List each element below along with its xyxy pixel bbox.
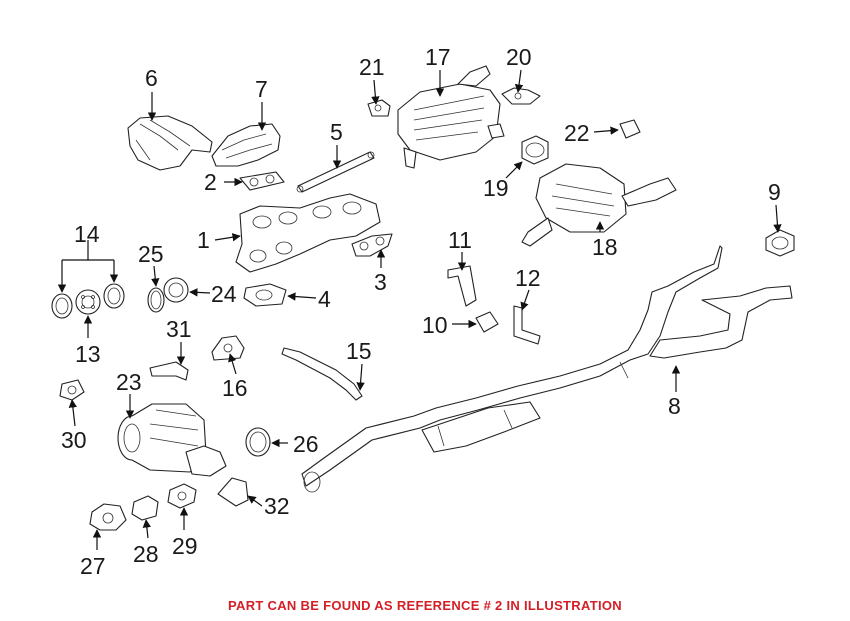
- part-23-converter[interactable]: [117, 403, 227, 477]
- callout-31: 31: [166, 316, 192, 342]
- callout-2: 2: [204, 169, 217, 195]
- callout-21: 21: [359, 54, 385, 80]
- callout-labels: 6 7 2 5 1 3 4 21 17 20 22 19 18 9 11 12 …: [61, 44, 781, 579]
- callout-6: 6: [145, 65, 158, 91]
- callout-16: 16: [222, 375, 248, 401]
- part-14-seal-right[interactable]: [103, 283, 125, 309]
- callout-28: 28: [133, 541, 159, 567]
- part-1-manifold[interactable]: [235, 193, 381, 273]
- callout-19: 19: [483, 175, 509, 201]
- part-32-bracket[interactable]: [217, 477, 249, 507]
- callout-14: 14: [74, 221, 100, 247]
- part-31-bracket[interactable]: [149, 361, 189, 381]
- callout-17: 17: [425, 44, 451, 70]
- callout-12: 12: [515, 265, 541, 291]
- part-17-muffler[interactable]: [397, 65, 505, 169]
- part-28-clamp[interactable]: [131, 495, 159, 521]
- callout-3: 3: [374, 269, 387, 295]
- reference-caption: PART CAN BE FOUND AS REFERENCE # 2 IN IL…: [228, 598, 622, 613]
- callout-13: 13: [75, 341, 101, 367]
- part-12-bracket[interactable]: [513, 305, 541, 345]
- part-19-clamp[interactable]: [521, 135, 549, 165]
- part-5-rod[interactable]: [296, 151, 375, 193]
- part-4-gasket[interactable]: [243, 283, 287, 307]
- callout-27: 27: [80, 553, 106, 579]
- part-8-exhaust-pipe[interactable]: [301, 245, 793, 493]
- callout-10: 10: [422, 312, 448, 338]
- part-20-hanger[interactable]: [501, 87, 541, 105]
- callout-22: 22: [564, 120, 590, 146]
- part-25-ring[interactable]: [147, 287, 165, 313]
- part-9-clamp[interactable]: [765, 229, 795, 257]
- callout-18: 18: [592, 234, 618, 260]
- part-30-gasket[interactable]: [59, 379, 85, 401]
- part-3-gasket[interactable]: [351, 233, 393, 257]
- callout-5: 5: [330, 119, 343, 145]
- callout-9: 9: [768, 179, 781, 205]
- callout-8: 8: [668, 393, 681, 419]
- leader-lines: [57, 69, 782, 550]
- part-29-sensor[interactable]: [167, 483, 197, 509]
- callout-29: 29: [172, 533, 198, 559]
- callout-23: 23: [116, 369, 142, 395]
- part-16-mount[interactable]: [211, 335, 245, 361]
- callout-1: 1: [197, 227, 210, 253]
- part-21-bracket[interactable]: [367, 99, 391, 117]
- part-14-seal-left[interactable]: [51, 293, 73, 319]
- part-11-bracket[interactable]: [447, 265, 477, 307]
- part-26-ring[interactable]: [245, 427, 271, 457]
- callout-32: 32: [264, 493, 290, 519]
- part-10-isolator[interactable]: [475, 311, 499, 333]
- part-7-heat-shield[interactable]: [211, 123, 281, 167]
- part-27-valve[interactable]: [89, 503, 127, 531]
- part-6-heat-shield[interactable]: [127, 115, 213, 171]
- part-18-muffler[interactable]: [521, 163, 677, 247]
- part-22-isolator[interactable]: [619, 119, 641, 139]
- callout-30: 30: [61, 427, 87, 453]
- callout-7: 7: [255, 76, 268, 102]
- callout-26: 26: [293, 431, 319, 457]
- part-24-gasket[interactable]: [163, 277, 189, 303]
- part-15-pipe[interactable]: [281, 347, 363, 401]
- callout-4: 4: [318, 286, 331, 312]
- callout-15: 15: [346, 338, 372, 364]
- callout-24: 24: [211, 281, 237, 307]
- callout-20: 20: [506, 44, 532, 70]
- part-2-gasket[interactable]: [239, 171, 285, 191]
- part-13-connector[interactable]: [75, 289, 101, 315]
- callout-11: 11: [448, 227, 472, 253]
- callout-25: 25: [138, 241, 164, 267]
